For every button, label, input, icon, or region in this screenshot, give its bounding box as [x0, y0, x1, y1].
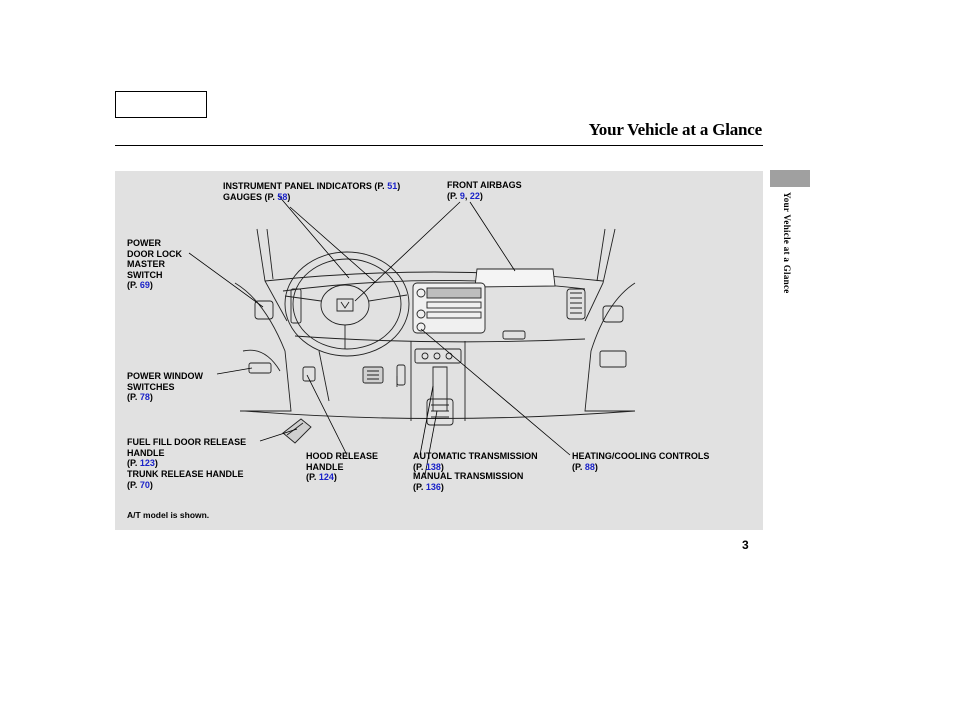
callout-text: FRONT AIRBAGS — [447, 180, 522, 190]
dashboard-illustration — [188, 194, 636, 476]
callout-text: (P. — [447, 190, 460, 201]
callout-text: ) — [149, 479, 153, 490]
callout-text: FUEL FILL DOOR RELEASE — [127, 437, 247, 447]
callout-text: ) — [154, 458, 158, 468]
callout-manual-transmission: MANUAL TRANSMISSION (P. 136) — [413, 471, 523, 492]
callout-text: , — [464, 190, 470, 201]
page-ref-link[interactable]: 78 — [139, 392, 150, 402]
callout-text: MANUAL TRANSMISSION — [413, 471, 524, 481]
callout-text: HOOD RELEASE — [306, 451, 379, 461]
footnote: A/T model is shown. — [127, 510, 210, 520]
callout-text: POWER — [127, 238, 162, 248]
callout-text: GAUGES (P. — [223, 191, 278, 202]
callout-text: HEATING/COOLING CONTROLS — [572, 451, 710, 461]
callout-text: ) — [594, 461, 598, 472]
callout-text: ) — [333, 472, 337, 482]
callout-text: SWITCHES — [127, 381, 175, 392]
callout-text: ) — [479, 190, 483, 201]
callout-text: TRUNK RELEASE HANDLE — [127, 469, 244, 479]
callout-hood-release: HOOD RELEASE HANDLE (P. 124) — [306, 451, 378, 483]
page-ref-link[interactable]: 123 — [139, 458, 155, 468]
callout-trunk-release: TRUNK RELEASE HANDLE (P. 70) — [127, 469, 244, 490]
page-ref-link[interactable]: 9 — [459, 190, 465, 201]
callout-text: ) — [287, 191, 291, 202]
callout-text: (P. — [127, 458, 140, 468]
callout-text: (P. — [572, 461, 585, 472]
callout-text: (P. — [413, 461, 426, 472]
callout-text: HANDLE — [127, 447, 165, 458]
callout-front-airbags: FRONT AIRBAGS (P. 9, 22) — [447, 180, 522, 201]
page-title: Your Vehicle at a Glance — [588, 120, 763, 139]
callout-power-window: POWER WINDOW SWITCHES (P. 78) — [127, 371, 203, 403]
callout-text: (P. — [127, 280, 140, 290]
callout-text: ) — [149, 280, 153, 290]
callout-text: POWER WINDOW — [127, 371, 203, 381]
callout-text: SWITCH — [127, 269, 163, 280]
callout-text: DOOR LOCK — [127, 248, 182, 259]
page-ref-link[interactable]: 138 — [425, 461, 441, 472]
callout-automatic-transmission: AUTOMATIC TRANSMISSION (P. 138) — [413, 451, 538, 472]
page-ref-link[interactable]: 69 — [139, 280, 150, 290]
callout-fuel-fill-door: FUEL FILL DOOR RELEASE HANDLE (P. 123) — [127, 437, 246, 469]
callout-text: ) — [149, 392, 153, 402]
callout-text: ) — [440, 461, 444, 472]
page-ref-link[interactable]: 51 — [387, 181, 398, 191]
callout-text: ) — [440, 481, 444, 492]
callout-text: AUTOMATIC TRANSMISSION — [413, 451, 538, 461]
callout-text: (P. — [127, 392, 140, 402]
page-ref-link[interactable]: 58 — [277, 191, 288, 202]
side-tab — [770, 170, 810, 187]
callout-text: MASTER — [127, 259, 165, 269]
header-box — [115, 91, 207, 118]
callout-text: (P. — [127, 479, 140, 490]
callout-instrument-panel: INSTRUMENT PANEL INDICATORS (P. 51) GAUG… — [223, 181, 400, 202]
page-ref-link[interactable]: 22 — [469, 190, 480, 201]
page-ref-link[interactable]: 88 — [584, 461, 595, 472]
page-number: 3 — [742, 538, 749, 552]
page-ref-link[interactable]: 124 — [318, 472, 334, 482]
callout-text: ) — [397, 181, 401, 191]
callout-text: (P. — [306, 472, 319, 482]
page-ref-link[interactable]: 70 — [139, 479, 150, 490]
page-ref-link[interactable]: 136 — [425, 481, 441, 492]
callout-heating-cooling: HEATING/COOLING CONTROLS (P. 88) — [572, 451, 709, 472]
side-tab-text: Your Vehicle at a Glance — [782, 192, 792, 294]
callout-text: INSTRUMENT PANEL INDICATORS (P. — [223, 181, 388, 191]
callout-text: HANDLE — [306, 461, 344, 472]
dashboard-figure-panel: INSTRUMENT PANEL INDICATORS (P. 51) GAUG… — [115, 171, 763, 530]
header-rule — [115, 145, 763, 146]
callout-text: (P. — [413, 481, 426, 492]
callout-door-lock-switch: POWER DOOR LOCK MASTER SWITCH (P. 69) — [127, 238, 182, 291]
